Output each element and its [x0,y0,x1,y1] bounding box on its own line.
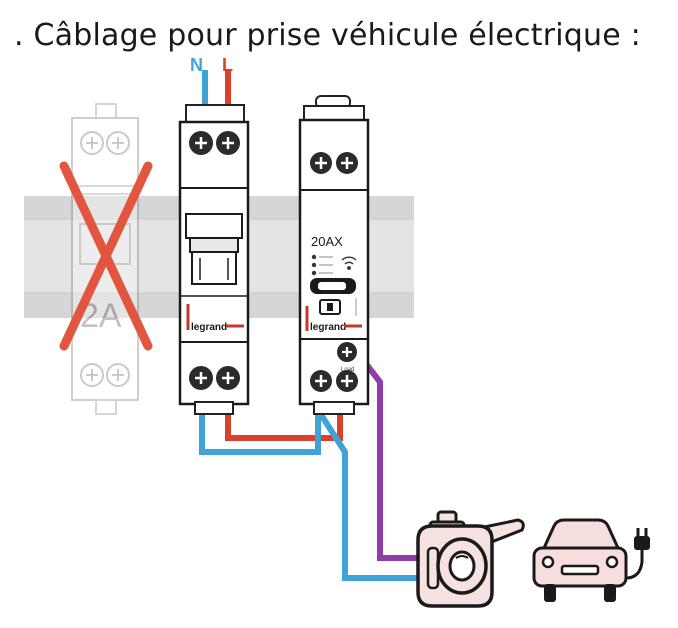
contactor-rating: 20AX [311,234,343,249]
neutral-label: N [190,55,203,75]
load-terminal-label: Load [341,367,354,373]
contactor-module: 20AX legrand Load [298,95,370,415]
page-title: . Câblage pour prise véhicule électrique… [14,18,641,53]
live-wire-link [225,404,343,441]
cross-out-icon [59,161,153,351]
breaker-bottom-screws [189,366,240,390]
neutral-wire-out [315,408,418,581]
load-terminal-screw [337,342,357,362]
electric-car-icon [532,518,650,602]
load-wire [357,354,418,561]
live-label: L [222,55,233,75]
neutral-wire-link [199,404,321,455]
contactor-top-screws [310,152,358,174]
status-leds [311,254,333,276]
circuit-breaker: legrand [178,104,250,415]
contactor-bottom-screws [310,370,358,392]
breaker-top-screws [189,131,240,155]
ev-socket-icon [416,510,525,608]
contactor-brand-label: legrand [310,322,346,333]
wires [199,70,418,581]
breaker-brand-label: legrand [191,322,227,333]
wifi-icon [341,256,357,270]
